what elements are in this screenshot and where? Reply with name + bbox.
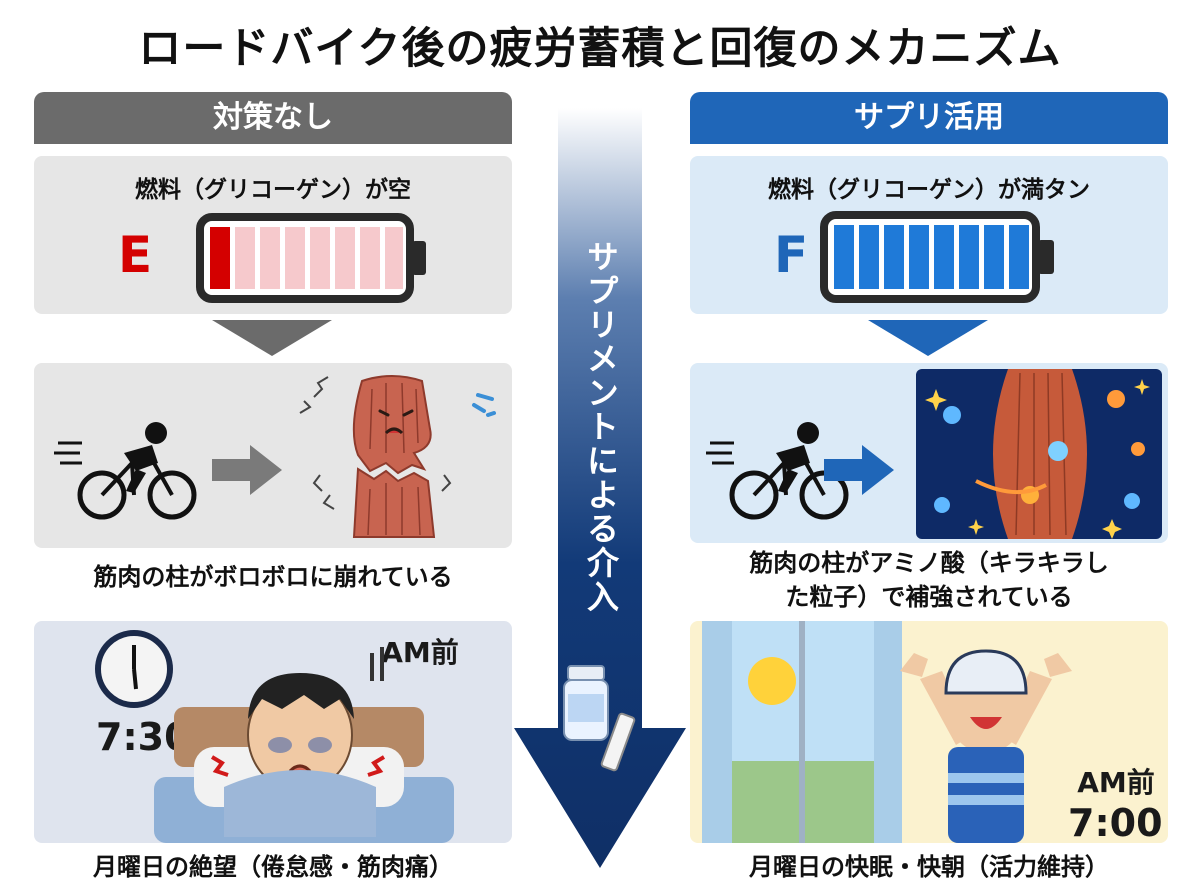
gray-arrow-icon <box>212 445 282 495</box>
cyclist-icon <box>54 422 197 520</box>
blue-arrow-icon <box>824 445 894 495</box>
am-label-left: AM前 <box>381 636 459 669</box>
muscle-caption-reinforced-line1: 筋肉の柱がアミノ酸（キラキラし <box>749 549 1109 577</box>
tired-person-in-bed-icon <box>154 647 454 843</box>
fuel-label-empty: 燃料（グリコーゲン）が空 <box>135 177 411 203</box>
damaged-muscle-icon <box>299 375 496 538</box>
supplement-bottle-icon <box>563 665 636 772</box>
muscle-caption-damaged-text: 筋肉の柱がボロボロに崩れている <box>93 563 453 591</box>
morning-panel-refreshed: AM前 7:00 <box>690 621 1168 843</box>
sunny-window-icon <box>702 621 902 843</box>
fuel-panel-full: 燃料（グリコーゲン）が満タン F <box>690 156 1168 314</box>
muscle-panel-reinforced <box>690 363 1168 543</box>
battery-empty-icon <box>196 213 426 303</box>
reinforced-muscle-icon <box>916 369 1162 539</box>
supplement-intervention-arrow <box>514 108 686 868</box>
down-arrow-right-icon <box>868 320 988 356</box>
time-700: 7:00 <box>1068 801 1163 843</box>
happy-cyclist-icon <box>900 649 1072 843</box>
am-label-right: AM前 <box>1077 766 1155 799</box>
muscle-panel-damaged <box>34 363 512 548</box>
fuel-panel-empty: 燃料（グリコーゲン）が空 E <box>34 156 512 314</box>
morning-caption-refreshed: 月曜日の快眠・快朝（活力維持） <box>749 853 1109 881</box>
down-arrow-left-icon <box>212 320 332 356</box>
muscle-caption-reinforced-line2: た粒子）で補強されている <box>785 583 1073 611</box>
morning-caption-despair: 月曜日の絶望（倦怠感・筋肉痛） <box>93 853 453 881</box>
page-title: ロードバイク後の疲労蓄積と回復のメカニズム <box>138 24 1062 74</box>
gauge-letter-e: E <box>118 226 153 284</box>
battery-full-icon <box>820 211 1054 303</box>
gauge-letter-f: F <box>774 226 809 284</box>
header-no-measures: 対策なし <box>34 92 512 144</box>
morning-panel-despair: 7:30 AM前 <box>34 621 512 843</box>
supplement-intervention-label: サプリメントによる介入 <box>582 240 620 614</box>
wall-clock-icon <box>95 630 173 708</box>
header-supplement-use: サプリ活用 <box>690 92 1168 144</box>
fuel-label-full: 燃料（グリコーゲン）が満タン <box>768 177 1090 203</box>
